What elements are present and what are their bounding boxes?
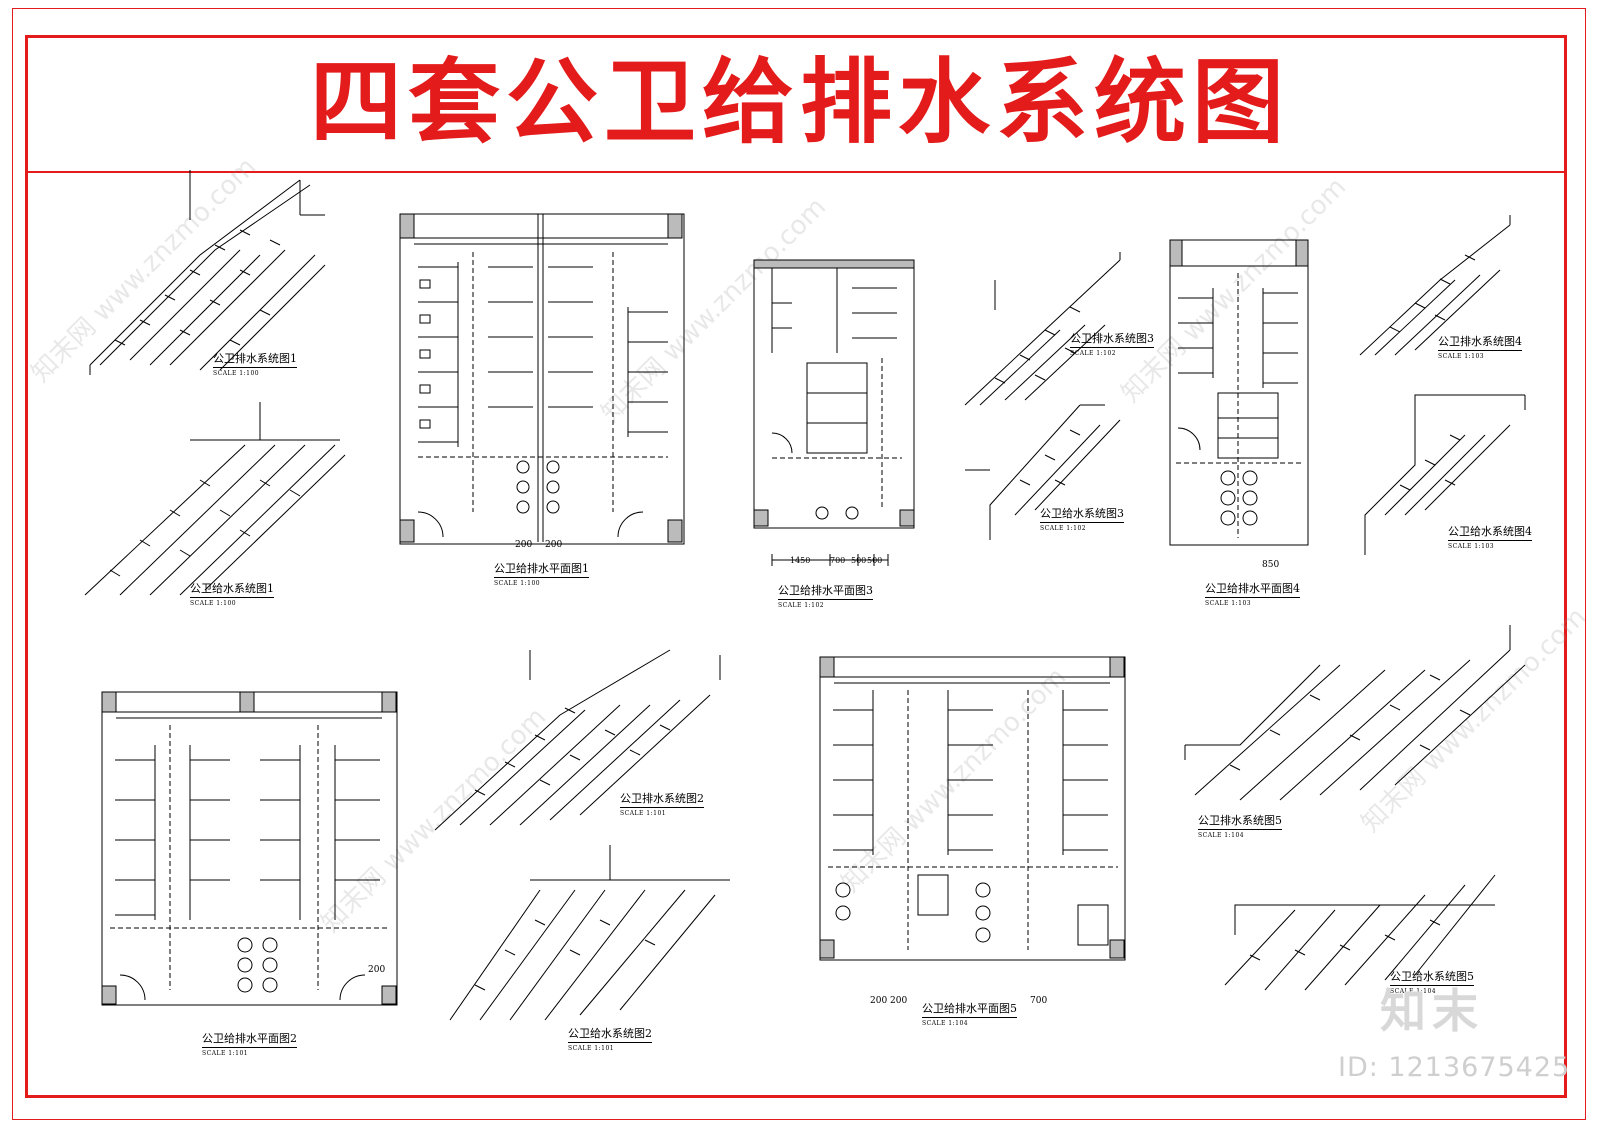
caption-scale: SCALE 1:101 xyxy=(620,810,667,817)
drain-system-2-drawing xyxy=(434,649,721,831)
caption-scale: SCALE 1:100 xyxy=(190,600,237,607)
plan-1-caption: 公卫给排水平面图1 SCALE 1:100 xyxy=(494,560,589,587)
brand-logo: 知末 xyxy=(1380,984,1484,1038)
caption-title: 公卫给水系统图3 xyxy=(1040,505,1124,523)
plan-1-drawing xyxy=(399,213,685,545)
plan-4-caption: 公卫给排水平面图4 SCALE 1:103 xyxy=(1205,580,1300,607)
caption-title: 公卫给排水平面图2 xyxy=(202,1030,297,1048)
caption-title: 公卫给排水平面图5 xyxy=(922,1000,1017,1018)
title-band xyxy=(25,35,1567,173)
plan-5-dim: 200 xyxy=(890,996,908,1006)
caption-scale: SCALE 1:103 xyxy=(1448,543,1495,550)
supply-system-2-drawing xyxy=(449,845,730,1021)
plan-3-caption: 公卫给排水平面图3 SCALE 1:102 xyxy=(778,582,873,609)
supply-system-4-drawing xyxy=(1364,394,1526,555)
caption-scale: SCALE 1:104 xyxy=(922,1020,969,1027)
supply-system-5-drawing xyxy=(1224,874,1496,991)
plan-1-dim: 200 xyxy=(515,540,533,550)
plan-5-drawing xyxy=(819,656,1126,961)
caption-scale: SCALE 1:100 xyxy=(494,580,541,587)
image-id-label: ID: 1213675425 xyxy=(1338,1052,1571,1083)
caption-scale: SCALE 1:101 xyxy=(202,1050,249,1057)
plan-3-drawing xyxy=(753,259,915,529)
caption-scale: SCALE 1:103 xyxy=(1205,600,1252,607)
caption-title: 公卫排水系统图4 xyxy=(1438,333,1522,351)
plan-3-dim: 500 xyxy=(851,556,867,565)
caption-title: 公卫给水系统图1 xyxy=(190,580,274,598)
plan-1-dim: 200 xyxy=(545,540,563,550)
plan-5-dim: 200 xyxy=(870,996,888,1006)
drain-system-1-drawing xyxy=(89,170,326,375)
caption-title: 公卫给水系统图2 xyxy=(568,1025,652,1043)
supply-system-3-caption: 公卫给水系统图3 SCALE 1:102 xyxy=(1040,505,1124,532)
caption-scale: SCALE 1:104 xyxy=(1390,988,1437,995)
caption-scale: SCALE 1:104 xyxy=(1198,832,1245,839)
supply-system-4-caption: 公卫给水系统图4 SCALE 1:103 xyxy=(1448,523,1532,550)
plan-3-dim: 500 xyxy=(867,556,883,565)
drain-system-2-caption: 公卫排水系统图2 SCALE 1:101 xyxy=(620,790,704,817)
plan-3-dim: 1450 xyxy=(790,556,811,565)
caption-title: 公卫排水系统图2 xyxy=(620,790,704,808)
drawing-frame xyxy=(25,35,1567,1098)
supply-system-2-caption: 公卫给水系统图2 SCALE 1:101 xyxy=(568,1025,652,1052)
supply-system-5-caption: 公卫给水系统图5 SCALE 1:104 xyxy=(1390,968,1474,995)
caption-title: 公卫给排水平面图3 xyxy=(778,582,873,600)
caption-scale: SCALE 1:100 xyxy=(213,370,260,377)
plan-2-dim: 200 xyxy=(368,965,386,975)
plan-3-dimension-line xyxy=(771,554,889,566)
caption-title: 公卫给水系统图5 xyxy=(1390,968,1474,986)
caption-title: 公卫排水系统图5 xyxy=(1198,812,1282,830)
plan-4-dim: 850 xyxy=(1262,560,1280,570)
drain-system-3-caption: 公卫排水系统图3 SCALE 1:102 xyxy=(1070,330,1154,357)
drain-system-4-caption: 公卫排水系统图4 SCALE 1:103 xyxy=(1438,333,1522,360)
plan-2-caption: 公卫给排水平面图2 SCALE 1:101 xyxy=(202,1030,297,1057)
plan-3-dim: 700 xyxy=(830,556,846,565)
caption-scale: SCALE 1:103 xyxy=(1438,353,1485,360)
drain-system-5-drawing xyxy=(1184,625,1526,801)
caption-scale: SCALE 1:102 xyxy=(1040,525,1087,532)
caption-title: 公卫给排水平面图1 xyxy=(494,560,589,578)
supply-system-1-drawing xyxy=(84,402,346,596)
plan-4-drawing xyxy=(1169,239,1309,546)
supply-system-3-drawing xyxy=(965,404,1121,540)
caption-scale: SCALE 1:102 xyxy=(1070,350,1117,357)
caption-title: 公卫排水系统图3 xyxy=(1070,330,1154,348)
supply-system-1-caption: 公卫给水系统图1 SCALE 1:100 xyxy=(190,580,274,607)
sheet-title: 四套公卫给排水系统图 xyxy=(309,49,1290,156)
plan-5-caption: 公卫给排水平面图5 SCALE 1:104 xyxy=(922,1000,1017,1027)
caption-scale: SCALE 1:101 xyxy=(568,1045,615,1052)
plan-5-dim: 700 xyxy=(1030,996,1048,1006)
caption-title: 公卫给水系统图4 xyxy=(1448,523,1532,541)
caption-title: 公卫排水系统图1 xyxy=(213,350,297,368)
caption-title: 公卫给排水平面图4 xyxy=(1205,580,1300,598)
plan-2-drawing xyxy=(101,691,398,1006)
caption-scale: SCALE 1:102 xyxy=(778,602,825,609)
drain-system-3-drawing xyxy=(964,252,1121,406)
drain-system-4-drawing xyxy=(1359,215,1511,356)
outer-border xyxy=(12,8,1586,1120)
drain-system-1-caption: 公卫排水系统图1 SCALE 1:100 xyxy=(213,350,297,377)
drain-system-5-caption: 公卫排水系统图5 SCALE 1:104 xyxy=(1198,812,1282,839)
